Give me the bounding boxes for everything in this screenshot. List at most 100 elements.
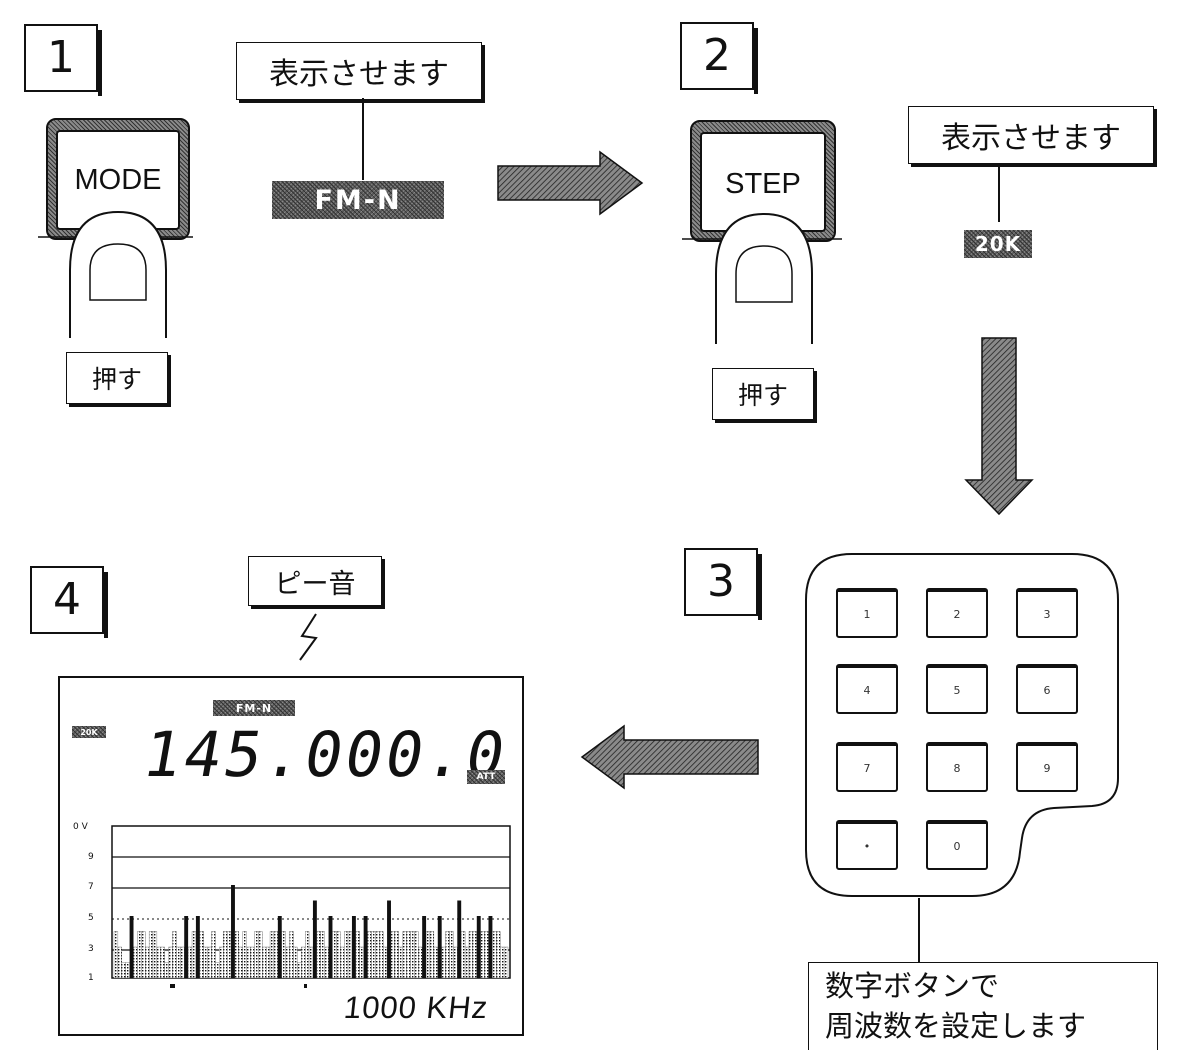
spectrum-bar [312, 900, 317, 978]
spectrum-bar [449, 931, 454, 979]
arrow-right-icon [497, 150, 644, 216]
key-1[interactable]: 1 [836, 588, 898, 638]
spectrum-bar [351, 916, 356, 978]
spectrum-bar [285, 946, 290, 979]
spectrum-bar [425, 931, 431, 979]
spectrum-bar [133, 946, 138, 979]
spectrum-bar [242, 931, 247, 979]
press-label-1: 押す [66, 352, 168, 404]
spectrum-bar [371, 931, 376, 979]
step-1-number: 1 [24, 24, 102, 96]
keypad-caption-line-1: 数字ボタンで [825, 969, 1000, 1004]
spectrum-bar [500, 946, 505, 979]
key-9[interactable]: 9 [1016, 742, 1078, 792]
step-button-label: STEP [725, 168, 801, 200]
finger-press-1 [38, 210, 193, 338]
key-6[interactable]: 6 [1016, 664, 1078, 714]
spectrum-bar [125, 962, 130, 979]
spectrum-bar [464, 946, 470, 979]
spectrum-bar [488, 916, 493, 978]
lcd-y-label-5: 1 [88, 973, 94, 983]
spectrum-bar [262, 946, 267, 979]
spectrum-bar [402, 931, 407, 979]
lcd-bottom-readout: 1000 KHz [342, 990, 491, 1025]
key-5[interactable]: 5 [926, 664, 988, 714]
spectrum-bar [332, 931, 337, 979]
spectrum-bar [211, 931, 216, 979]
spectrum-bar [176, 946, 181, 979]
key-8[interactable]: 8 [926, 742, 988, 792]
keypad-caption-line-2: 周波数を設定します [825, 1008, 1087, 1043]
spectrum-bar [265, 946, 271, 979]
key-7[interactable]: 7 [836, 742, 898, 792]
spectrum-bar [461, 931, 466, 979]
spectrum-bar [168, 946, 173, 979]
spectrum-bar [394, 931, 399, 979]
key-4[interactable]: 4 [836, 664, 898, 714]
step-button-face: STEP [700, 132, 826, 232]
beep-sound-icon [299, 613, 318, 661]
finger-press-2 [682, 212, 842, 344]
key-dot[interactable]: • [836, 820, 898, 870]
spectrum-bar [121, 962, 126, 979]
spectrum-bar [406, 931, 411, 979]
display-caption-1: 表示させます [236, 42, 482, 100]
spectrum-bar [468, 931, 474, 979]
spectrum-bar [320, 931, 325, 979]
spectrum-bar [254, 931, 259, 979]
spectrum-bar [429, 931, 435, 979]
spectrum-bar [156, 946, 161, 979]
spectrum-bar [375, 931, 380, 979]
key-2[interactable]: 2 [926, 588, 988, 638]
spectrum-bar [297, 962, 302, 979]
lcd-step-chip: 20K [72, 726, 106, 738]
spectrum-bar [398, 946, 403, 979]
connector-line-3 [918, 898, 920, 964]
lcd-y-label-1: 9 [88, 852, 94, 862]
spectrum-bar [480, 931, 485, 979]
spectrum-bar [328, 916, 333, 978]
spectrum-bar [191, 931, 197, 979]
spectrum-bar [503, 946, 509, 979]
spectrum-bar [379, 931, 384, 979]
spectrum-bar [304, 931, 310, 979]
spectrum-bar [117, 946, 122, 979]
display-caption-2: 表示させます [908, 106, 1154, 164]
spectrum-bar [148, 931, 154, 979]
spectrum-bar [496, 931, 501, 979]
lcd-y-label-3: 5 [88, 913, 94, 923]
mode-button-label: MODE [74, 164, 162, 196]
keypad-caption: 数字ボタンで 周波数を設定します [808, 962, 1158, 1050]
key-0[interactable]: 0 [926, 820, 988, 870]
spectrum-bar [195, 916, 200, 978]
arrow-left-icon [580, 724, 759, 790]
spectrum-bar [215, 962, 220, 979]
spectrum-bar [492, 931, 497, 979]
spectrum-bar [141, 931, 146, 979]
spectrum-bar [363, 916, 368, 978]
lcd-spectrum-plot [111, 825, 511, 988]
spectrum-bar [367, 931, 372, 979]
spectrum-bar [422, 916, 427, 978]
spectrum-bar [172, 931, 177, 979]
lcd-frequency: 145.000.0 [137, 718, 514, 791]
spectrum-bar [187, 946, 193, 979]
spectrum-bar [293, 946, 298, 979]
spectrum-bar [410, 931, 415, 979]
lcd-y-label-4: 3 [88, 944, 94, 954]
spectrum-bar [277, 916, 282, 978]
spectrum-bar [203, 946, 208, 979]
spectrum-bar [336, 931, 341, 979]
lcd-y-label-0: 0 V [73, 822, 88, 832]
spectrum-bar [152, 931, 158, 979]
press-label-2: 押す [712, 368, 814, 420]
20k-chip: 20K [964, 230, 1032, 258]
key-3[interactable]: 3 [1016, 588, 1078, 638]
spectrum-bar [414, 931, 419, 979]
lcd-y-label-2: 7 [88, 882, 94, 892]
spectrum-bar [289, 931, 294, 979]
lcd-mode-chip: FM-N [213, 700, 295, 716]
spectrum-bar [344, 931, 349, 979]
lcd-right-chip: ATT [467, 770, 505, 784]
spectrum-bar [324, 946, 329, 979]
